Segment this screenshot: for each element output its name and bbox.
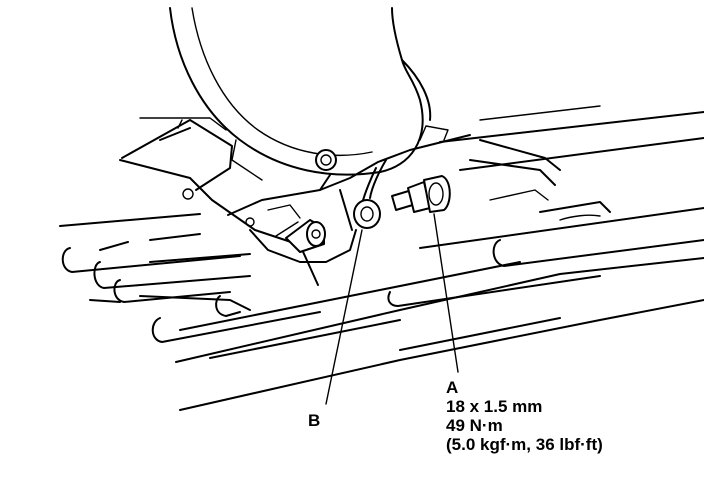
callout-b: B [308,411,320,430]
washer-b [353,199,381,229]
callout-a-torque-nm: 49 N·m [446,416,503,435]
leader-lines [325,213,459,405]
mounting-bracket [119,117,319,286]
leader-line-b [325,229,363,405]
callout-b-letter: B [308,411,321,430]
left-bolt [285,219,326,253]
callout-a: A 18 x 1.5 mm 49 N·m (5.0 kgf·m, 36 lbf·… [446,378,603,454]
leader-line-a [433,213,459,373]
callout-a-torque-alt: (5.0 kgf·m, 36 lbf·ft) [446,435,603,454]
callout-a-size: 18 x 1.5 mm [446,397,543,416]
bolt-a [391,175,451,213]
axle-housing-body [227,125,561,263]
transmission-housing [169,7,432,181]
frame-rails [59,105,704,411]
callout-a-letter: A [446,378,459,397]
